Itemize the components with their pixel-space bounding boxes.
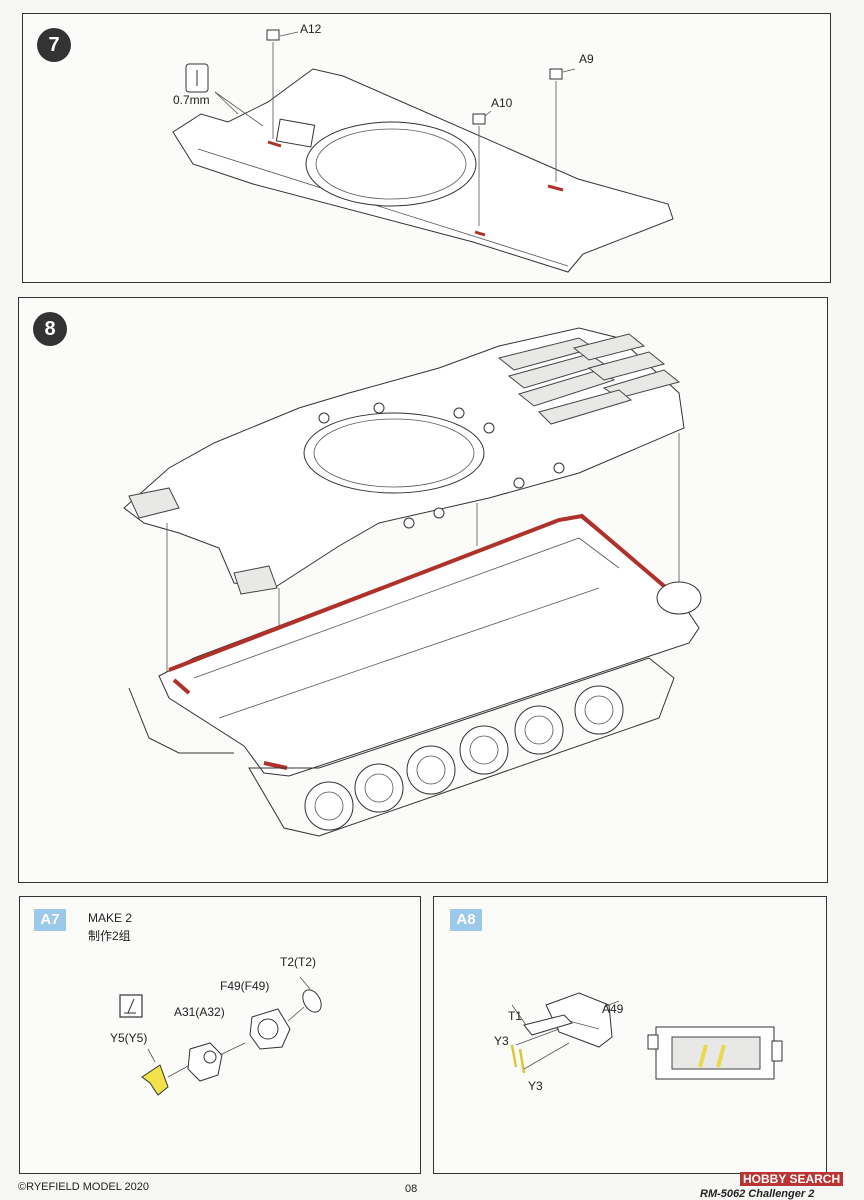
engine-grilles (497, 333, 681, 425)
label-a9: A9 (579, 52, 594, 66)
make-count-en: MAKE 2 (88, 911, 133, 925)
step-8-diagram (123, 327, 702, 837)
lower-hull-red-edge (168, 513, 686, 672)
label-y3-b: Y3 (528, 1079, 543, 1093)
step-8-number: 8 (33, 312, 67, 346)
footer-page-number: 08 (405, 1183, 418, 1195)
label-a49: A49 (602, 1002, 624, 1016)
footer-watermark: HOBBY SEARCH (740, 1172, 844, 1186)
label-y3-a: Y3 (494, 1034, 509, 1048)
label-a12: A12 (300, 22, 322, 36)
label-t1: T1 (508, 1009, 523, 1023)
a7-diagram (119, 976, 322, 1096)
step-7-number: 7 (37, 28, 71, 62)
label-t2: T2(T2) (280, 955, 316, 969)
make-count-cn: 制作2组 (88, 929, 131, 943)
step-8-panel: 8 (18, 297, 828, 883)
sub-step-a8-tag: A8 (450, 909, 482, 931)
road-wheels (304, 685, 624, 831)
sub-step-a7-panel: A7 MAKE 2 制作2组 T2(T2) F49(F49) A31(A32) … (19, 896, 421, 1174)
footer-copyright: ©RYEFIELD MODEL 2020 (18, 1181, 149, 1193)
a8-diagram (510, 992, 783, 1080)
sub-step-a8-panel: A8 A49 T1 Y3 Y3 (433, 896, 827, 1174)
label-f49: F49(F49) (220, 979, 270, 993)
footer-product-code: RM-5062 Challenger 2 (700, 1188, 815, 1200)
label-drill-size: 0.7mm (173, 93, 210, 107)
label-y5: Y5(Y5) (110, 1031, 148, 1045)
step-7-panel: 7 A12 A9 A10 0.7mm (22, 13, 831, 283)
sub-step-a7-tag: A7 (34, 909, 66, 931)
step-7-diagram (172, 29, 674, 273)
label-a10: A10 (491, 96, 513, 110)
label-a31: A31(A32) (174, 1005, 225, 1019)
